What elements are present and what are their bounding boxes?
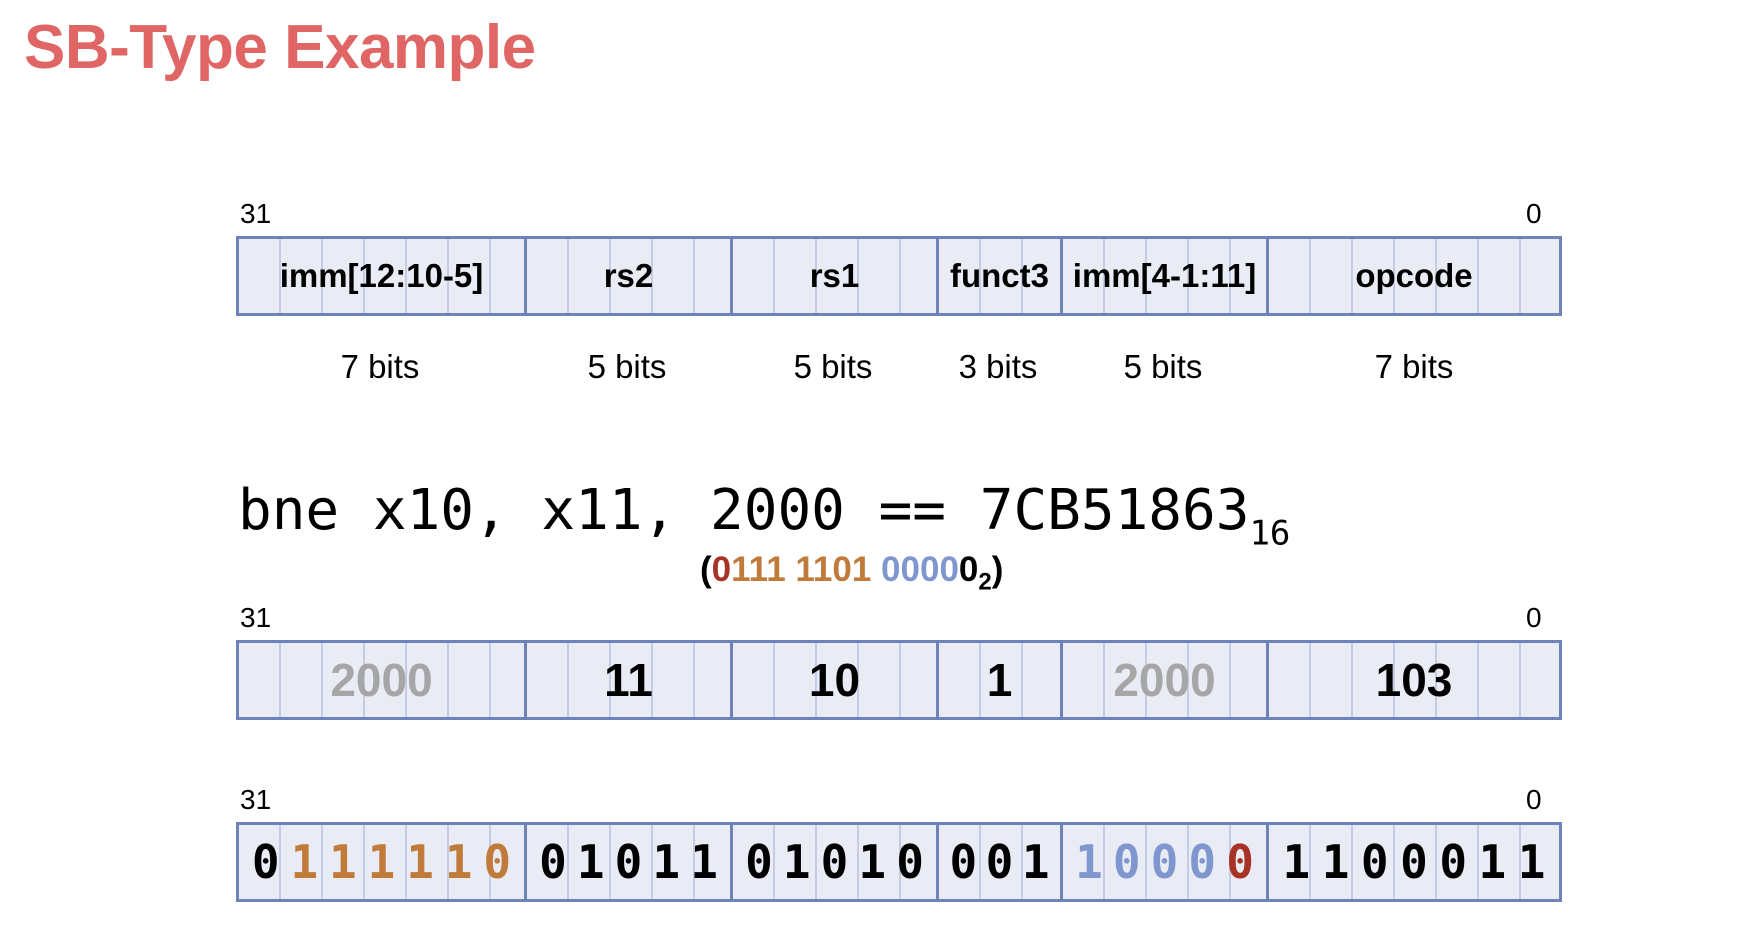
- value-rs2: 11: [524, 640, 730, 720]
- value-imm-low: 2000: [1060, 640, 1266, 720]
- field-funct3: funct3: [936, 236, 1060, 316]
- binary-digit: 1: [1478, 835, 1507, 889]
- field-name: imm[12:10-5]: [279, 257, 484, 294]
- binary-digit: 0: [1439, 835, 1468, 889]
- field-rs1: rs1: [730, 236, 936, 316]
- binary-digit: 1: [290, 835, 319, 889]
- binary-digit: 1: [1282, 835, 1311, 889]
- binary-digit: 0: [1150, 835, 1179, 889]
- binary-digit: 0: [1226, 835, 1254, 889]
- binary-digit: 1: [782, 835, 811, 889]
- slide-title: SB-Type Example: [24, 13, 536, 82]
- value-rs1: 10: [730, 640, 936, 720]
- binary-digit: 1: [444, 835, 473, 889]
- bits-10-5-segment: 111 1101: [731, 550, 872, 589]
- size-label: 5 bits: [1123, 348, 1203, 385]
- field-value: 11: [604, 654, 653, 706]
- field-imm-low: imm[4-1:11]: [1060, 236, 1266, 316]
- paren-open: (: [700, 550, 712, 589]
- binary-digit: 1: [1075, 835, 1103, 889]
- field-value: 2000: [1113, 654, 1216, 706]
- field-value: 10: [808, 654, 861, 706]
- bit-0-label: 0: [1526, 602, 1542, 633]
- binary-digit: 1: [652, 835, 681, 889]
- hex-base: 16: [1249, 513, 1291, 554]
- binary-digit: 0: [745, 835, 773, 889]
- value-opcode: 103: [1266, 640, 1562, 720]
- decimal-fields-row: 2000 11 10 1 2000 103: [236, 640, 1562, 720]
- instruction-assembly: bne x10, x11, 2000 == 7CB5186316: [238, 478, 1290, 553]
- binary-digit: 1: [367, 835, 396, 889]
- field-name: rs2: [603, 257, 654, 294]
- bit-0-label: 0: [1526, 198, 1542, 229]
- bit-0-segment: 0: [958, 550, 979, 589]
- binary-digit: 1: [1321, 835, 1350, 889]
- bit-12-segment: 0: [711, 550, 732, 589]
- field-imm-high: imm[12:10-5]: [236, 236, 524, 316]
- immediate-binary-note: (0111 1101 000002): [700, 550, 1003, 596]
- binary-digit: 1: [1021, 835, 1050, 889]
- field-name: opcode: [1355, 257, 1473, 294]
- field-name: rs1: [809, 257, 860, 294]
- paren-close: ): [991, 550, 1004, 589]
- binary-digit: 0: [483, 835, 512, 889]
- size-label: 3 bits: [958, 348, 1038, 385]
- bit-31-label: 31: [240, 198, 272, 229]
- binary-digit: 1: [690, 835, 718, 889]
- binary-digit: 1: [406, 835, 434, 889]
- field-value: 2000: [330, 654, 433, 706]
- binary-digit: 0: [949, 835, 978, 889]
- binary-digit: 1: [576, 835, 605, 889]
- field-opcode: opcode: [1266, 236, 1562, 316]
- size-label: 7 bits: [1374, 348, 1454, 385]
- value-imm-high: 2000: [236, 640, 524, 720]
- binary-digit: 1: [329, 835, 357, 889]
- field-value: 1: [986, 654, 1013, 706]
- binary-digit: 1: [1517, 835, 1546, 889]
- bit-31-label: 31: [240, 602, 272, 633]
- binary-digit: 0: [985, 835, 1014, 889]
- binary-digit: 0: [251, 835, 280, 889]
- format-fields-row: imm[12:10-5] rs2 rs1 funct3 imm[4-1:11] …: [236, 236, 1562, 316]
- binary-digit: 1: [858, 835, 887, 889]
- bits-4-1-segment: 0000: [871, 550, 959, 589]
- value-funct3: 1: [936, 640, 1060, 720]
- field-name: imm[4-1:11]: [1072, 257, 1257, 294]
- assembly-text: bne x10, x11, 2000 == 7CB51863: [238, 478, 1250, 543]
- field-rs2: rs2: [524, 236, 730, 316]
- binary-digit: 0: [1188, 835, 1217, 889]
- size-label: 5 bits: [793, 348, 873, 385]
- binary-digit: 0: [614, 835, 643, 889]
- field-value: 103: [1375, 654, 1453, 706]
- binary-digit: 0: [896, 835, 924, 889]
- size-label: 5 bits: [587, 348, 667, 385]
- binary-digit: 0: [1360, 835, 1389, 889]
- bit-0-label: 0: [1526, 784, 1542, 815]
- binary-base: 2: [978, 568, 992, 596]
- field-name: funct3: [950, 257, 1049, 294]
- binary-digit: 0: [539, 835, 567, 889]
- size-label: 7 bits: [340, 348, 420, 385]
- field-sizes: 7 bits 5 bits 5 bits 3 bits 5 bits 7 bit…: [236, 348, 1562, 388]
- bit-31-label: 31: [240, 784, 272, 815]
- binary-digit: 0: [820, 835, 849, 889]
- binary-digit: 0: [1112, 835, 1141, 889]
- binary-digit: 0: [1400, 835, 1428, 889]
